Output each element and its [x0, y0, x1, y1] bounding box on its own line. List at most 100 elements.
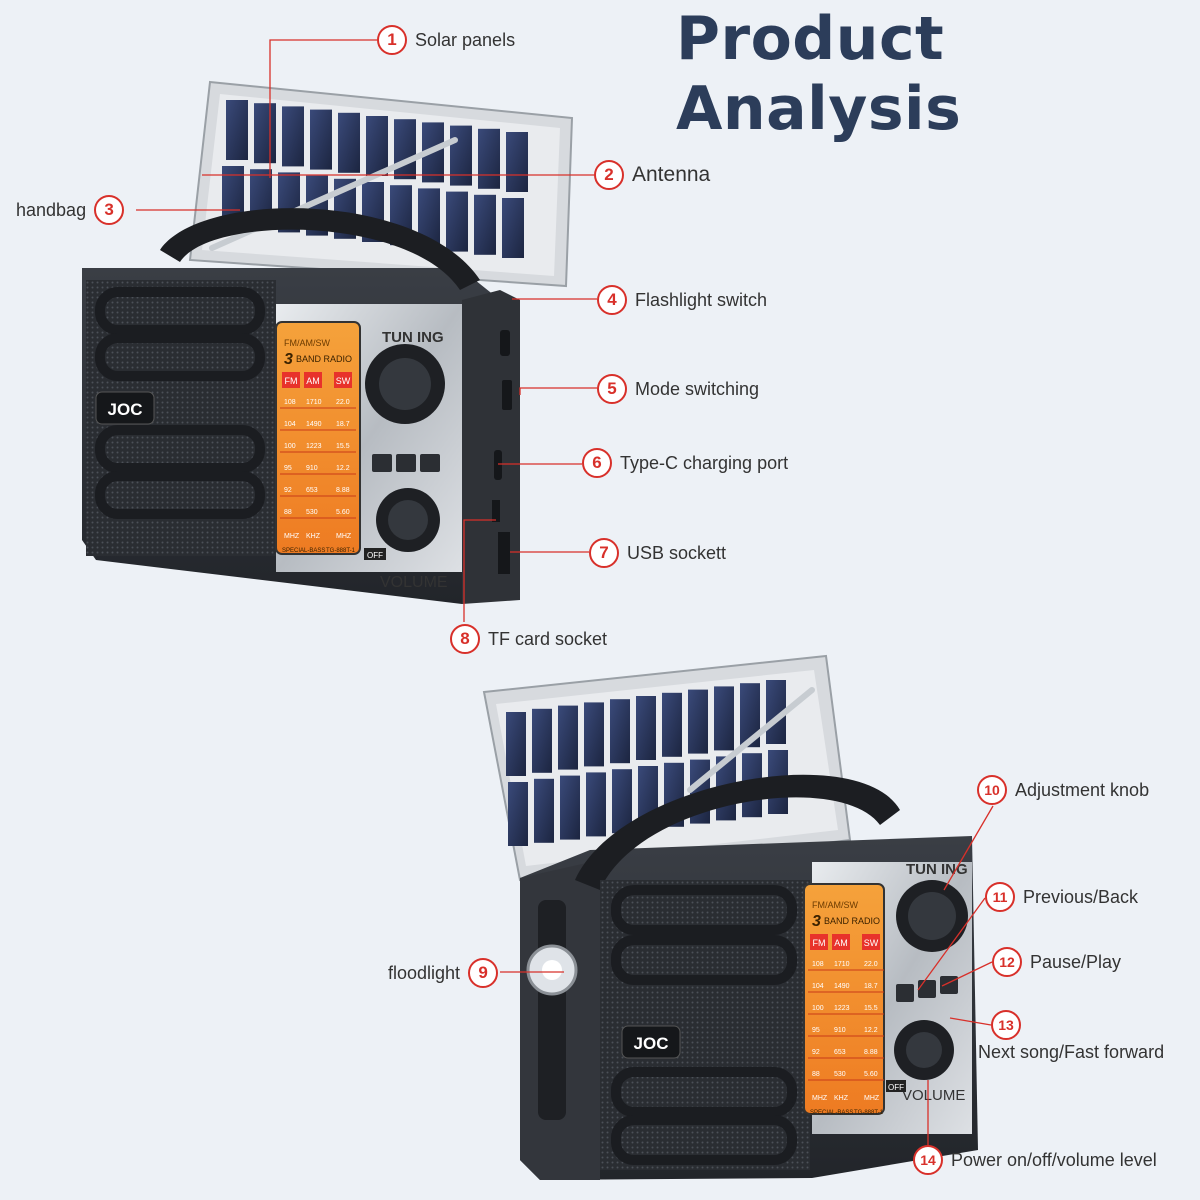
solar-cell	[586, 772, 606, 837]
brand-badge-bottom	[621, 1025, 681, 1059]
scale-value: 92	[812, 1049, 820, 1056]
scale-value: 653	[306, 487, 318, 494]
tf-card-slot	[492, 500, 500, 522]
callout-flashlight-switch: 4 Flashlight switch	[597, 285, 767, 315]
dial-band-number: 3	[284, 351, 293, 368]
solar-cell	[612, 769, 632, 834]
scale-value: 1710	[834, 961, 850, 968]
scale-value: 1223	[834, 1005, 850, 1012]
scale-value: 1490	[834, 983, 850, 990]
solar-cell	[310, 109, 332, 170]
solar-cell	[636, 696, 656, 760]
solar-cell	[610, 699, 630, 764]
band-label: AM	[306, 376, 320, 386]
leader-lines-top	[136, 39, 597, 622]
scale-value: 88	[812, 1071, 820, 1078]
dial-band-number-bottom: 3	[812, 913, 821, 930]
band-tag-sw	[334, 372, 352, 388]
band-tag-fm	[810, 934, 828, 950]
scale-value: 104	[284, 421, 296, 428]
scale-value: 8.88	[336, 487, 350, 494]
solar-cell	[766, 680, 786, 744]
callout-power-volume: 14 Power on/off/volume level	[913, 1145, 1157, 1175]
solar-cell	[506, 712, 526, 776]
callout-number: 7	[589, 538, 619, 568]
callout-label: USB sockett	[627, 542, 727, 563]
unit-label: MHZ	[284, 533, 300, 540]
band-tag-am	[832, 934, 850, 950]
dial-header: FM/AM/SW	[284, 338, 330, 348]
dial-band-text-bottom: BAND RADIO	[824, 916, 880, 926]
callout-label: floodlight	[388, 962, 461, 983]
callout-tf-card-socket: 8 TF card socket	[450, 624, 607, 654]
solar-cell	[532, 708, 552, 773]
callout-label: Adjustment knob	[1015, 779, 1150, 800]
callout-mode-switching: 5 Mode switching	[597, 374, 759, 404]
page-title: Product Analysis	[676, 4, 962, 144]
brand-logo-top: JOC	[108, 400, 143, 419]
leader-lines-bottom	[500, 805, 994, 1160]
solar-cell	[450, 125, 472, 186]
solar-cell	[560, 775, 580, 840]
solar-cell	[662, 692, 682, 757]
type-c-port	[494, 450, 502, 480]
scale-value: 92	[284, 487, 292, 494]
solar-cell	[508, 782, 528, 846]
callout-usb-socket: 7 USB sockett	[589, 538, 726, 568]
solar-cell	[282, 106, 304, 167]
dial-model: TG-888T-1	[326, 548, 356, 554]
scale-value: 100	[812, 1005, 824, 1012]
scale-value: 653	[834, 1049, 846, 1056]
callout-label: Power on/off/volume level	[951, 1149, 1157, 1170]
callout-number: 13	[991, 1010, 1021, 1040]
band-label: SW	[336, 376, 351, 386]
dial-footer: SPECIAL-BASS	[810, 1110, 853, 1116]
scale-value: 1710	[306, 399, 322, 406]
callout-label: Solar panels	[415, 29, 516, 50]
callout-number: 12	[992, 947, 1022, 977]
usb-socket	[498, 532, 510, 574]
callout-number: 9	[468, 958, 499, 988]
scale-value: 5.60	[336, 509, 350, 516]
callout-number: 5	[597, 374, 627, 404]
callout-solar-panels: 1 Solar panels	[377, 25, 515, 55]
band-label: AM	[834, 938, 848, 948]
brand-badge-top	[95, 391, 155, 425]
solar-cell	[740, 683, 760, 748]
solar-cell	[226, 100, 248, 160]
solar-cell	[584, 702, 604, 767]
scale-value: 104	[812, 983, 824, 990]
solar-cell	[338, 112, 360, 173]
floodlight-housing	[538, 900, 566, 1120]
band-tag-fm	[282, 372, 300, 388]
callout-antenna: 2 Antenna	[594, 160, 710, 190]
mode-switch	[502, 380, 512, 410]
scale-value: 18.7	[864, 983, 878, 990]
callout-label: Pause/Play	[1030, 951, 1122, 972]
callout-next-song: 13	[991, 1010, 1021, 1040]
unit-label: KHZ	[306, 533, 321, 540]
callout-label: handbag	[16, 199, 87, 220]
solar-cell	[534, 778, 554, 843]
scale-value: 1223	[306, 443, 322, 450]
solar-cell	[254, 103, 276, 164]
band-tag-am	[304, 372, 322, 388]
solar-cell	[418, 188, 440, 249]
scale-value: 15.5	[336, 443, 350, 450]
playback-buttons-top	[372, 454, 440, 472]
scale-value: 12.2	[864, 1027, 878, 1034]
dial-header-bottom: FM/AM/SW	[812, 900, 858, 910]
scale-value: 8.88	[864, 1049, 878, 1056]
solar-cell	[558, 705, 578, 770]
dial-band-text: BAND RADIO	[296, 354, 352, 364]
callout-number: 2	[594, 160, 624, 190]
scale-value: 95	[284, 465, 292, 472]
scale-value: 108	[284, 399, 296, 406]
scale-value: 910	[306, 465, 318, 472]
solar-cell	[688, 689, 708, 754]
callout-pause-play: 12 Pause/Play	[992, 947, 1121, 977]
tuning-label-bottom: TUN ING	[906, 861, 968, 878]
